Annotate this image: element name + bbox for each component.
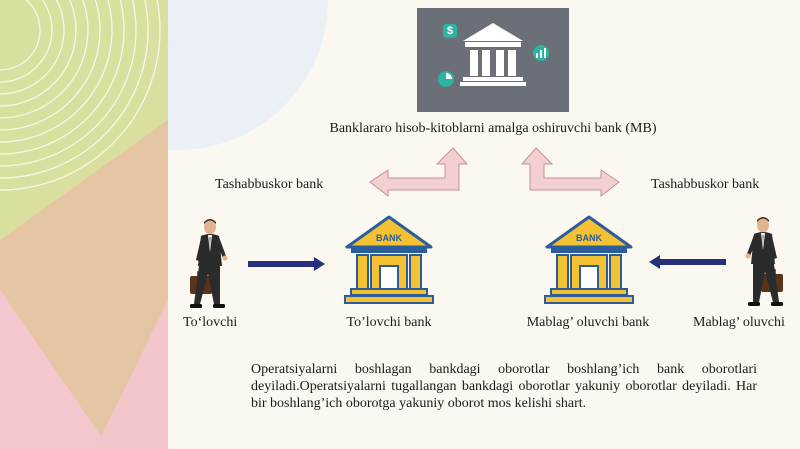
dollar-icon — [443, 24, 457, 38]
receiver-label: Mablag’ oluvchi — [693, 315, 785, 330]
arrow-payer-to-bank — [248, 257, 325, 271]
pie-chart-icon — [438, 71, 454, 87]
receiver-person-icon — [745, 217, 783, 306]
payer-label: To‘lovchi — [183, 315, 238, 330]
decorative-circle — [168, 0, 328, 150]
central-bank-icon-box: $ — [417, 8, 569, 112]
dollar-sign: $ — [446, 25, 454, 37]
explanation-paragraph: Operatsiyalarni boshlagan bankdagi oboro… — [251, 362, 757, 411]
arrow-to-central-bank — [369, 147, 468, 198]
payer-bank-icon — [344, 215, 434, 304]
left-initiator-label: Tashabbuskor bank — [215, 177, 324, 192]
arrow-receiver-to-bank — [649, 255, 726, 269]
right-initiator-label: Tashabbuskor bank — [651, 177, 760, 192]
arrow-from-central-bank — [521, 147, 620, 198]
receiver-bank-label: Mablag’ oluvchi bank — [526, 315, 650, 330]
bank-building-icon — [460, 23, 526, 86]
payer-bank-sign: BANK — [376, 233, 402, 243]
decorative-background — [0, 0, 168, 449]
payer-person-icon — [190, 219, 228, 308]
receiver-bank-sign: BANK — [576, 233, 602, 243]
receiver-bank-icon — [544, 215, 634, 304]
growth-chart-icon — [533, 45, 549, 61]
central-bank-label: Banklararo hisob-kitoblarni amalga oshir… — [329, 121, 657, 136]
payer-bank-label: To’lovchi bank — [346, 315, 432, 330]
